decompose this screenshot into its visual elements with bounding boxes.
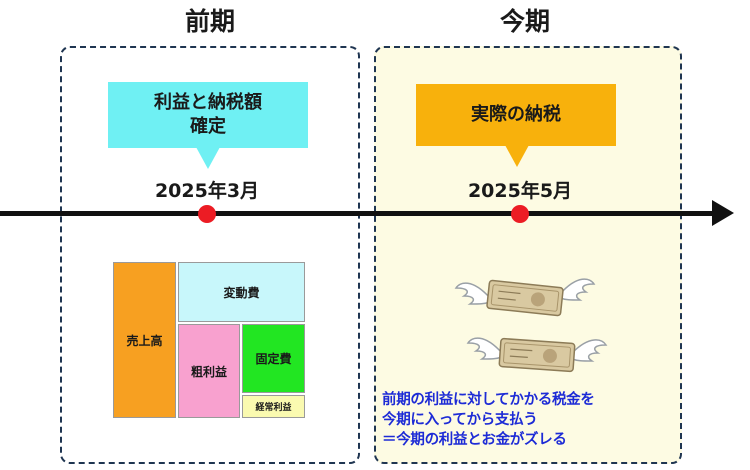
current-period-heading: 今期 xyxy=(499,7,550,36)
current-date-label: 2025年5月 xyxy=(467,180,573,202)
note-line-1: 前期の利益に対してかかる税金を xyxy=(382,392,595,408)
flying-money-icon xyxy=(466,337,608,373)
timeline-arrowhead xyxy=(712,200,734,226)
actual-tax-payment-callout: 実際の納税 xyxy=(416,84,616,146)
note-line-2: 今期に入ってから支払う xyxy=(382,412,538,428)
callout-pointer xyxy=(505,145,529,167)
note-line-3: ＝今期の利益とお金がズレる xyxy=(382,432,567,448)
current-date-marker xyxy=(511,205,529,223)
callout-line-1: 利益と納税額 xyxy=(154,92,262,113)
flying-money-icon xyxy=(454,278,596,317)
fixed-cost-block: 固定費 xyxy=(242,324,305,393)
previous-period-heading: 前期 xyxy=(184,7,235,36)
timeline-axis xyxy=(0,211,718,216)
profit-tax-confirmed-callout: 利益と納税額 確定 xyxy=(108,82,308,148)
sales-block: 売上高 xyxy=(113,262,176,418)
callout-pointer xyxy=(196,147,220,169)
previous-date-marker xyxy=(198,205,216,223)
callout-line-2: 確定 xyxy=(190,116,226,137)
variable-cost-block: 変動費 xyxy=(178,262,305,322)
gross-profit-block: 粗利益 xyxy=(178,324,240,418)
tax-timing-note: 前期の利益に対してかかる税金を 今期に入ってから支払う ＝今期の利益とお金がズレ… xyxy=(382,390,678,450)
ordinary-profit-block: 経常利益 xyxy=(242,395,305,418)
previous-date-label: 2025年3月 xyxy=(154,180,260,202)
